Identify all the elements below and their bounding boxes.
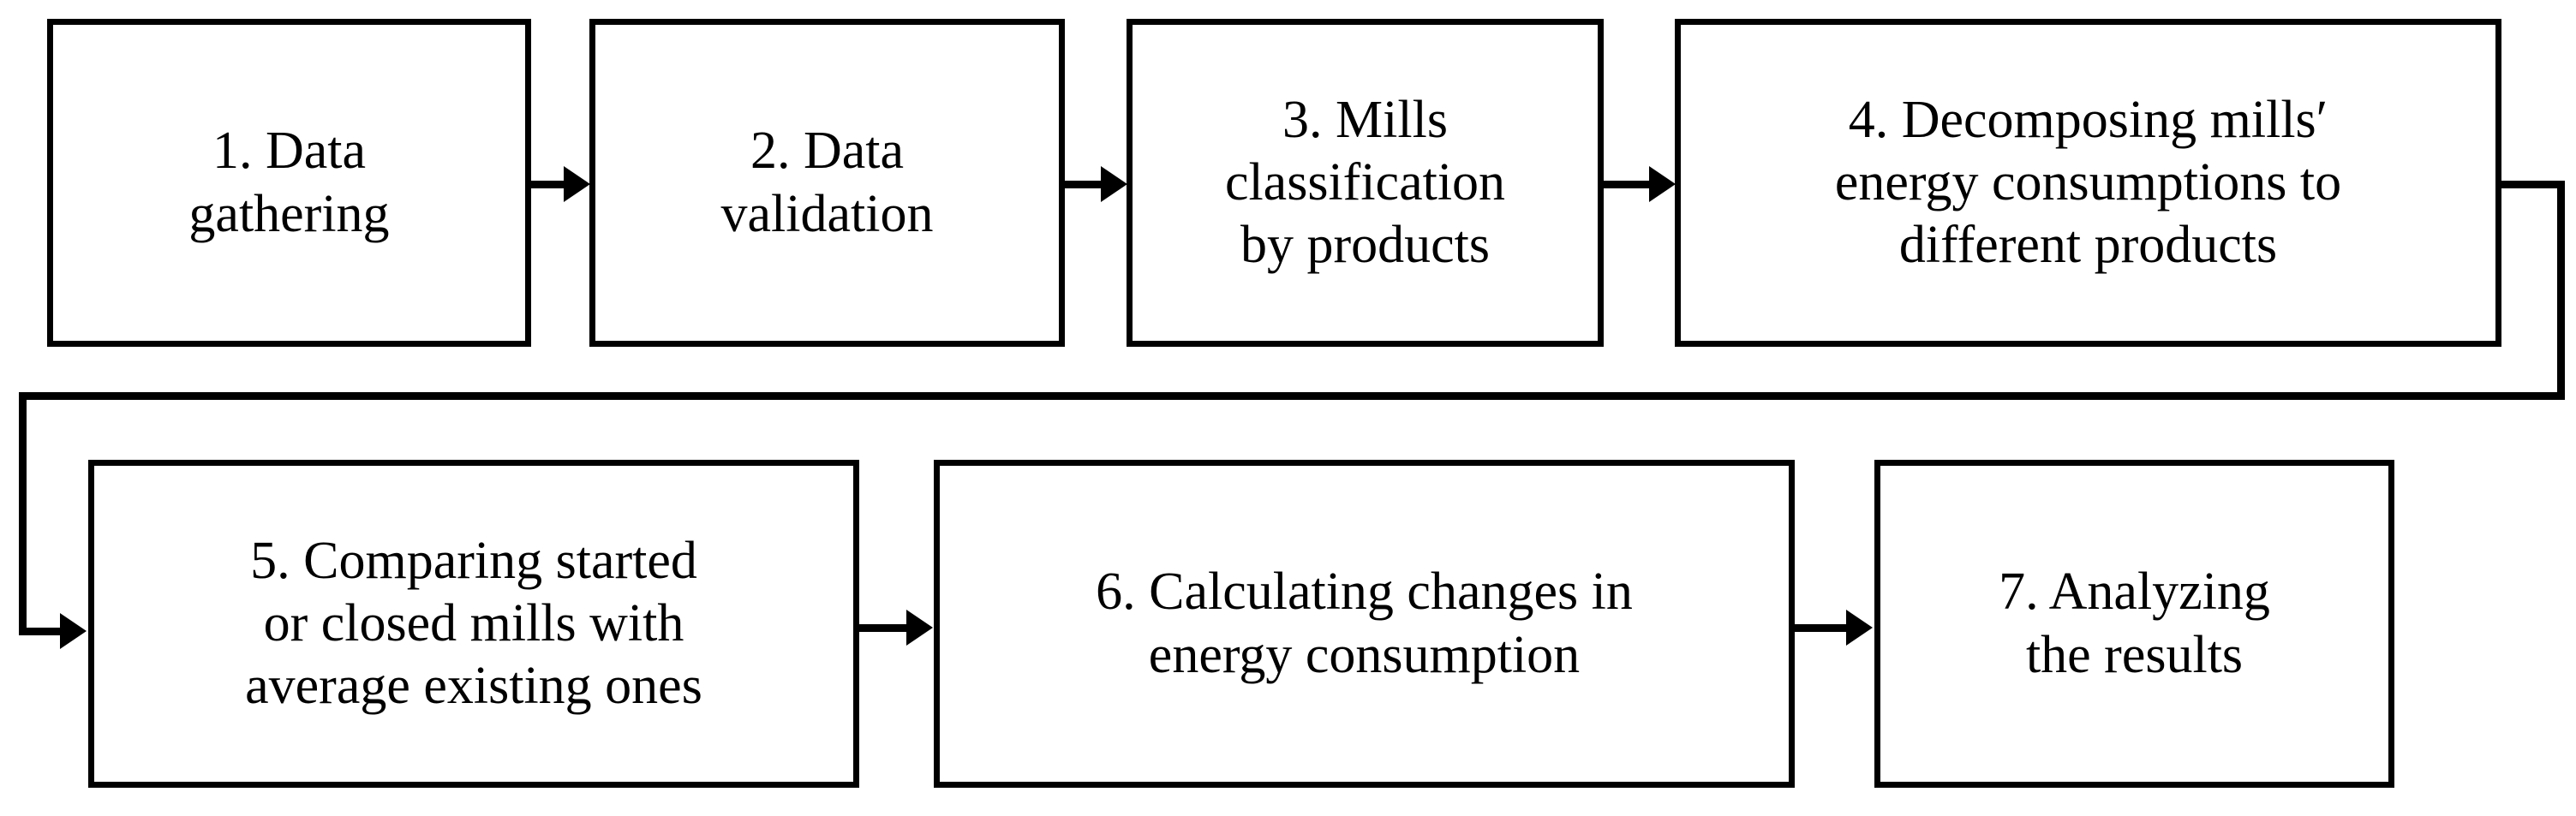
edge-5-to-6-arrowhead-icon <box>906 610 933 646</box>
edge-4-to-5-segment-right <box>2496 181 2565 188</box>
flow-node-3-label: 3. Mills classification by products <box>1224 90 1506 275</box>
edge-5-to-6-line <box>859 624 911 632</box>
edge-1-to-2-arrowhead-icon <box>564 166 590 202</box>
flow-node-7-analyzing-results[interactable]: 7. Analyzing the results <box>1874 460 2394 788</box>
flow-node-7-label: 7. Analyzing the results <box>1999 563 2270 684</box>
flow-node-5-comparing-mills[interactable]: 5. Comparing started or closed mills wit… <box>88 460 859 788</box>
flow-node-3-mills-classification[interactable]: 3. Mills classification by products <box>1127 19 1604 347</box>
flow-node-1-label: 1. Data gathering <box>188 122 390 243</box>
edge-3-to-4-line <box>1604 181 1651 188</box>
edge-6-to-7-line <box>1795 624 1850 632</box>
flow-node-4-decomposing-energy[interactable]: 4. Decomposing mills′ energy consumption… <box>1675 19 2501 347</box>
edge-6-to-7-arrowhead-icon <box>1846 610 1873 646</box>
edge-4-to-5-arrowhead-icon <box>60 613 87 649</box>
edge-4-to-5-segment-down-right <box>2557 181 2565 400</box>
flow-node-5-label: 5. Comparing started or closed mills wit… <box>245 531 702 716</box>
flow-node-6-calculating-changes[interactable]: 6. Calculating changes in energy consump… <box>934 460 1795 788</box>
edge-1-to-2-line <box>531 181 570 188</box>
flow-node-2-label: 2. Data validation <box>720 122 934 243</box>
flow-node-2-data-validation[interactable]: 2. Data validation <box>589 19 1065 347</box>
flow-node-6-label: 6. Calculating changes in energy consump… <box>1096 563 1633 684</box>
edge-4-to-5-segment-across <box>19 392 2565 400</box>
flow-node-4-label: 4. Decomposing mills′ energy consumption… <box>1834 90 2342 275</box>
flow-node-1-data-gathering[interactable]: 1. Data gathering <box>47 19 531 347</box>
edge-2-to-3-line <box>1065 181 1106 188</box>
edge-2-to-3-arrowhead-icon <box>1101 166 1127 202</box>
edge-4-to-5-segment-into-node <box>19 628 66 635</box>
edge-3-to-4-arrowhead-icon <box>1649 166 1676 202</box>
edge-4-to-5-segment-down-left <box>19 392 27 635</box>
